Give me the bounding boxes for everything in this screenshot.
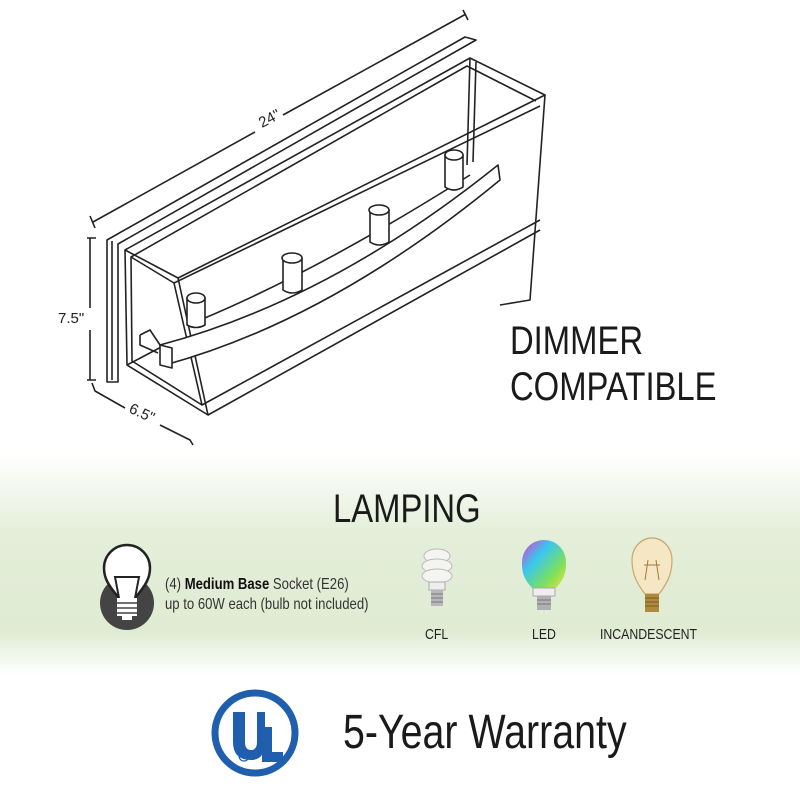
- height-label: 7.5": [58, 310, 84, 327]
- socket-3: [369, 210, 390, 246]
- warranty-label: 5-Year Warranty: [343, 706, 627, 759]
- depth-label: 6.5": [126, 400, 157, 426]
- socket-2: [282, 258, 303, 294]
- lamping-title: LAMPING: [333, 487, 481, 531]
- socket-1: [186, 298, 206, 329]
- height-dimension-line: [87, 237, 96, 381]
- width-label: 24": [256, 106, 283, 131]
- bulb-label-incandescent: INCANDESCENT: [600, 626, 698, 643]
- dimmer-compatible-label: DIMMER COMPATIBLE: [510, 319, 717, 409]
- width-dimension-line: [89, 9, 469, 229]
- bulb-label-cfl: CFL: [425, 626, 449, 643]
- depth-dimension-line: [91, 382, 194, 446]
- socket-description: (4) Medium Base Socket (E26) up to 60W e…: [165, 576, 369, 613]
- ul-certification-logo: [211, 689, 299, 777]
- bulb-label-led: LED: [532, 626, 556, 643]
- fixture-dimension-drawing: 24" 7.5" 6.5": [58, 9, 546, 446]
- socket-4: [444, 155, 464, 191]
